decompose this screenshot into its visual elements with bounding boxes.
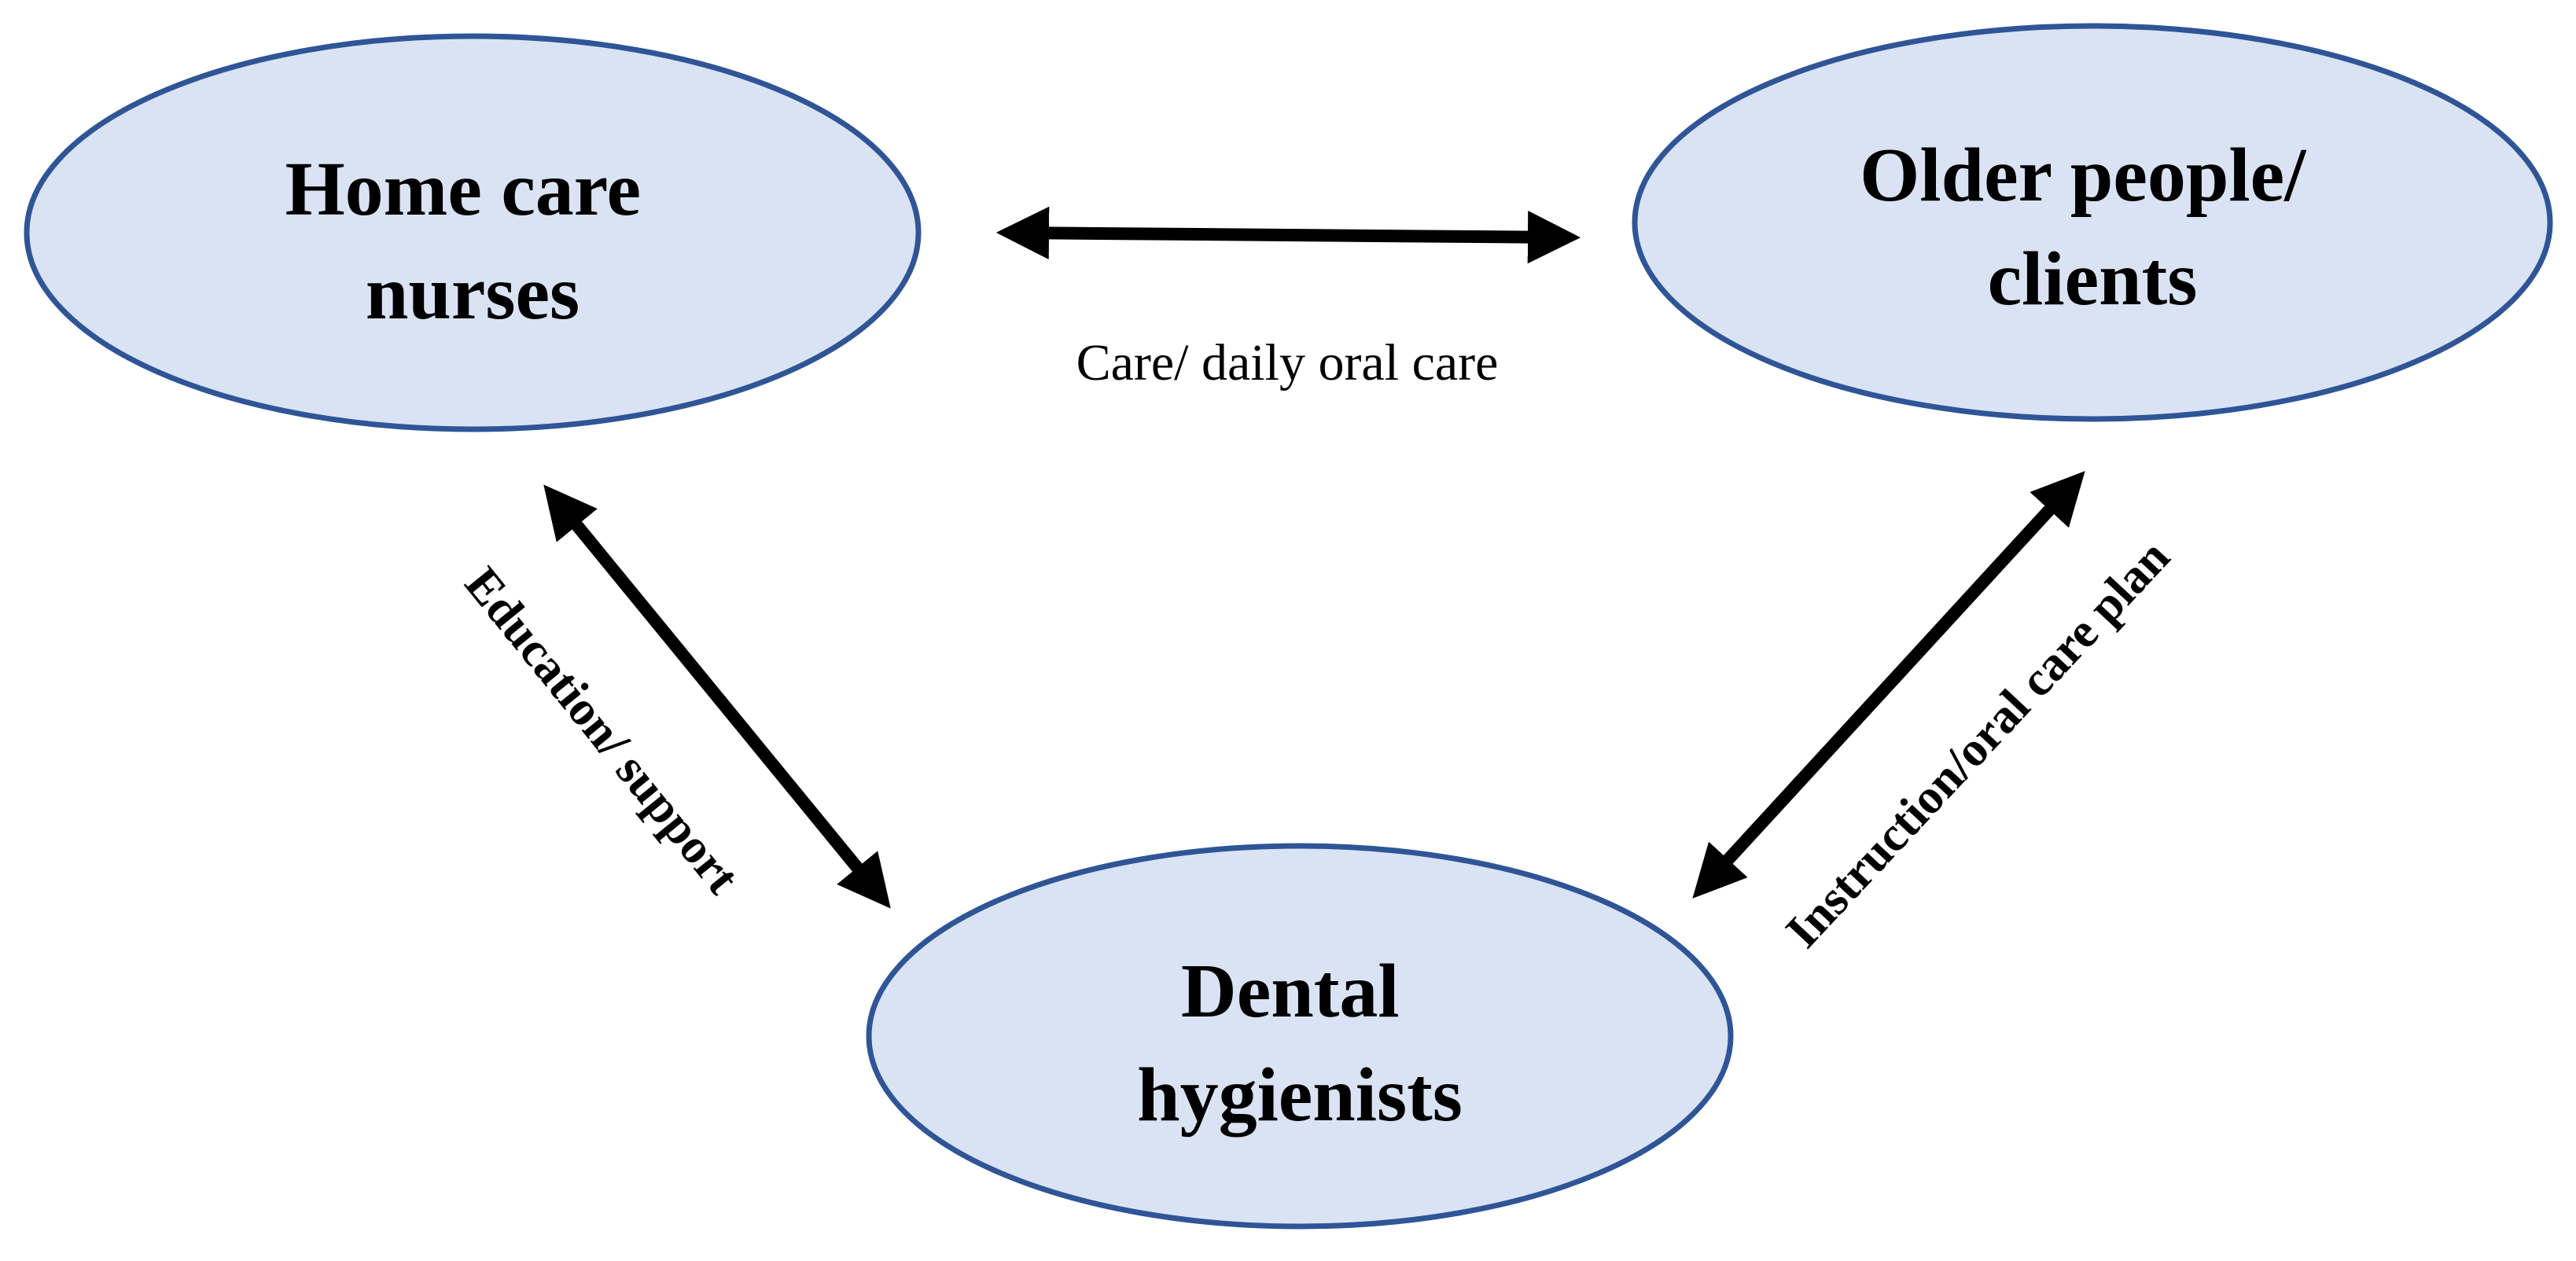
node-dental-hygienists-ellipse (866, 843, 1734, 1230)
node-older-people-ellipse (1632, 23, 2553, 422)
edge-nurses-hygienists: Education/ support (454, 484, 891, 909)
edge-clients-hygienists: Instruction/oral care plan (1692, 471, 2180, 958)
arrow-nurses-clients (995, 206, 1581, 264)
node-dental-hygienists-line-1: Dental (1181, 949, 1400, 1034)
node-dental-hygienists: Dental hygienists (866, 843, 1734, 1230)
node-older-people-line-2: clients (1988, 237, 2198, 322)
node-older-people-line-1: Older people/ (1860, 133, 2307, 218)
edge-nurses-clients-label: Care/ daily oral care (1076, 334, 1499, 392)
node-home-care-nurses-line-1: Home care (285, 147, 641, 232)
node-home-care-nurses-ellipse (24, 33, 922, 432)
node-home-care-nurses-line-2: nurses (366, 251, 580, 336)
edge-nurses-clients: Care/ daily oral care (995, 206, 1581, 392)
node-dental-hygienists-label: Dental hygienists (1137, 949, 1463, 1138)
node-home-care-nurses: Home care nurses (24, 33, 922, 432)
arrow-clients-hygienists (1692, 471, 2085, 899)
node-home-care-nurses-label: Home care nurses (285, 147, 660, 336)
node-dental-hygienists-line-2: hygienists (1137, 1053, 1463, 1138)
node-older-people: Older people/ clients (1632, 23, 2553, 422)
node-older-people-label: Older people/ clients (1860, 133, 2325, 322)
arrow-nurses-hygienists (543, 484, 891, 909)
edge-nurses-hygienists-label: Education/ support (454, 557, 749, 904)
